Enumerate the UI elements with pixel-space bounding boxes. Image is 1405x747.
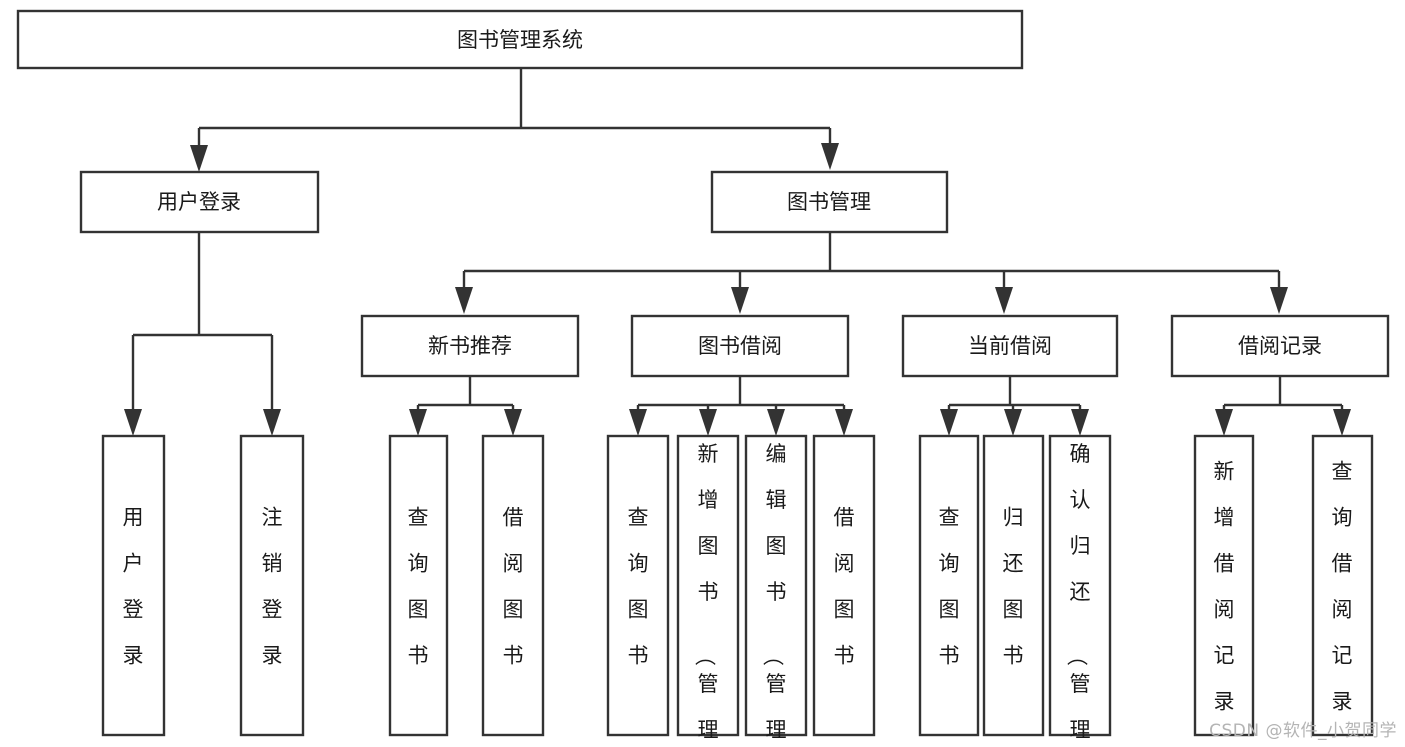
node-leaf-query-book-2[interactable]: 查询图书 (606, 434, 670, 737)
arrow-to-leaf-add-book (699, 409, 717, 436)
node-borrow-record-box[interactable] (1170, 314, 1390, 378)
arrow-to-leaf-query-record (1333, 409, 1351, 436)
arrow-root-to-user-login (190, 145, 208, 172)
node-current-borrow-box[interactable] (901, 314, 1119, 378)
node-leaf-borrow-book-1-box[interactable] (481, 434, 545, 737)
node-leaf-edit-book-box[interactable] (744, 434, 808, 737)
node-leaf-borrow-book-2[interactable]: 借阅图书 (812, 434, 876, 737)
node-leaf-query-book-3-label: 查询图书 (939, 506, 960, 668)
node-leaf-query-record-label: 查询借阅记录 (1332, 460, 1353, 714)
arrow-to-leaf-return-book (1004, 409, 1022, 436)
arrow-to-leaf-query-book-1 (409, 409, 427, 436)
arrow-to-leaf-borrow-book-2 (835, 409, 853, 436)
node-leaf-query-book-1-label: 查询图书 (408, 506, 429, 668)
connector-group-root (190, 68, 839, 172)
arrow-to-new-book-rec (455, 287, 473, 314)
node-leaf-add-record-label: 新增借阅记录 (1214, 460, 1235, 714)
node-leaf-confirm-return[interactable]: 确认归还（管理员） (1048, 434, 1112, 747)
node-leaf-confirm-return-box[interactable] (1048, 434, 1112, 737)
node-borrow-record-label: 借阅记录 (1238, 334, 1322, 358)
arrow-root-to-book-manage (821, 143, 839, 170)
arrow-to-current-borrow (995, 287, 1013, 314)
node-user-login[interactable]: 用户登录 (79, 170, 320, 234)
node-leaf-add-record-box[interactable] (1193, 434, 1255, 737)
node-leaf-logout-login[interactable]: 注销登录 (239, 434, 305, 737)
arrow-to-book-borrow (731, 287, 749, 314)
node-leaf-logout-login-label: 注销登录 (262, 506, 283, 668)
node-leaf-query-book-3[interactable]: 查询图书 (918, 434, 980, 737)
node-current-borrow[interactable]: 当前借阅 (901, 314, 1119, 378)
node-book-manage[interactable]: 图书管理 (710, 170, 949, 234)
connector-group-new-book-rec (409, 376, 522, 436)
arrow-to-leaf-add-record (1215, 409, 1233, 436)
node-leaf-add-book[interactable]: 新增图书（管理员） (676, 434, 740, 747)
node-leaf-query-book-2-label: 查询图书 (628, 506, 649, 668)
arrow-to-leaf-user-login (124, 409, 142, 436)
node-leaf-edit-book-label: 编辑图书（管理员） (761, 442, 787, 747)
arrow-to-leaf-logout-login (263, 409, 281, 436)
node-leaf-query-book-1[interactable]: 查询图书 (388, 434, 449, 737)
node-leaf-return-book[interactable]: 归还图书 (982, 434, 1045, 737)
node-new-book-rec[interactable]: 新书推荐 (360, 314, 580, 378)
node-current-borrow-label: 当前借阅 (968, 334, 1052, 358)
connector-group-book-borrow (629, 376, 853, 436)
node-leaf-query-book-3-box[interactable] (918, 434, 980, 737)
connector-group-book-manage (455, 232, 1288, 314)
node-leaf-user-login-box[interactable] (101, 434, 166, 737)
node-user-login-box[interactable] (79, 170, 320, 234)
arrow-to-leaf-confirm-return (1071, 409, 1089, 436)
arrow-to-leaf-edit-book (767, 409, 785, 436)
arrow-to-leaf-query-book-2 (629, 409, 647, 436)
node-root-label: 图书管理系统 (457, 28, 583, 52)
node-root-box[interactable] (16, 9, 1024, 70)
node-leaf-confirm-return-label: 确认归还（管理员） (1065, 442, 1091, 747)
node-new-book-rec-box[interactable] (360, 314, 580, 378)
node-leaf-add-record[interactable]: 新增借阅记录 (1193, 434, 1255, 737)
node-leaf-edit-book[interactable]: 编辑图书（管理员） (744, 434, 808, 747)
node-leaf-add-book-box[interactable] (676, 434, 740, 737)
node-borrow-record[interactable]: 借阅记录 (1170, 314, 1390, 378)
node-leaf-borrow-book-1[interactable]: 借阅图书 (481, 434, 545, 737)
node-leaf-return-book-label: 归还图书 (1003, 506, 1024, 668)
connector-group-user-login (124, 232, 281, 436)
node-leaf-query-book-1-box[interactable] (388, 434, 449, 737)
node-book-manage-label: 图书管理 (787, 190, 871, 214)
node-leaf-return-book-box[interactable] (982, 434, 1045, 737)
connector-group-borrow-record (1215, 376, 1351, 436)
node-leaf-logout-login-box[interactable] (239, 434, 305, 737)
node-book-borrow-label: 图书借阅 (698, 334, 782, 358)
node-book-manage-box[interactable] (710, 170, 949, 234)
connector-group-current-borrow (940, 376, 1089, 436)
node-book-borrow[interactable]: 图书借阅 (630, 314, 850, 378)
node-book-borrow-box[interactable] (630, 314, 850, 378)
node-leaf-query-record[interactable]: 查询借阅记录 (1311, 434, 1374, 737)
node-leaf-borrow-book-2-box[interactable] (812, 434, 876, 737)
node-leaf-user-login-label: 用户登录 (123, 506, 144, 668)
node-leaf-borrow-book-1-label: 借阅图书 (503, 506, 524, 668)
node-leaf-user-login[interactable]: 用户登录 (101, 434, 166, 737)
node-root[interactable]: 图书管理系统 (16, 9, 1024, 70)
arrow-to-leaf-borrow-book-1 (504, 409, 522, 436)
node-leaf-add-book-label: 新增图书（管理员） (693, 442, 719, 747)
node-new-book-rec-label: 新书推荐 (428, 334, 512, 358)
arrow-to-borrow-record (1270, 287, 1288, 314)
node-user-login-label: 用户登录 (157, 190, 241, 214)
node-leaf-borrow-book-2-label: 借阅图书 (834, 506, 855, 668)
node-leaf-query-book-2-box[interactable] (606, 434, 670, 737)
arrow-to-leaf-query-book-3 (940, 409, 958, 436)
node-leaf-query-record-box[interactable] (1311, 434, 1374, 737)
